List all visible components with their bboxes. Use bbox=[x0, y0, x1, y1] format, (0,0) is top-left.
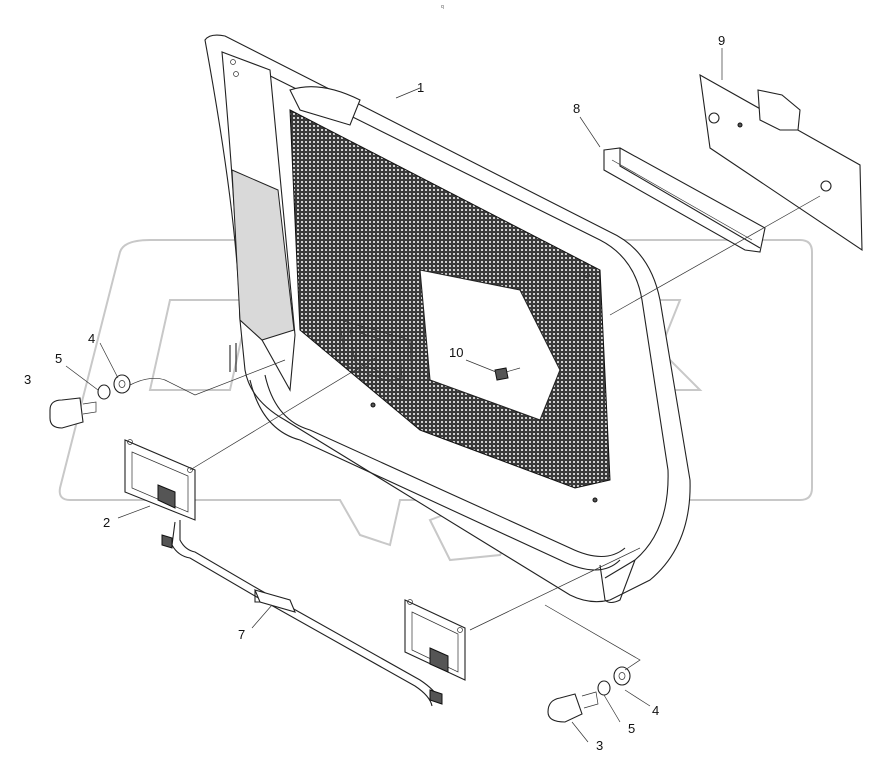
part-9-plate bbox=[699, 73, 863, 252]
knob-3-right bbox=[547, 693, 583, 723]
knob-3-left bbox=[49, 397, 84, 429]
callout-2: 2 bbox=[103, 515, 110, 530]
callout-5-right: 5 bbox=[628, 721, 635, 736]
left-hardware bbox=[49, 374, 131, 429]
callout-1: 1 bbox=[417, 80, 424, 95]
part-8-rail bbox=[603, 147, 766, 253]
part-10-bolt bbox=[494, 367, 521, 381]
callout-5-left: 5 bbox=[55, 351, 62, 366]
washer-5-right bbox=[597, 680, 611, 696]
callout-10: 10 bbox=[449, 345, 463, 360]
leader-lines bbox=[65, 48, 821, 743]
washer-4-right bbox=[613, 666, 631, 686]
washer-4-left bbox=[113, 374, 131, 394]
callout-9: 9 bbox=[718, 33, 725, 48]
callout-4-right: 4 bbox=[652, 703, 659, 718]
right-hardware bbox=[547, 666, 631, 723]
callout-8: 8 bbox=[573, 101, 580, 116]
corner-text: q bbox=[441, 4, 444, 10]
callout-3-left: 3 bbox=[24, 372, 31, 387]
callout-3-right: 3 bbox=[596, 738, 603, 753]
callout-7: 7 bbox=[238, 627, 245, 642]
part-2-sensor-right bbox=[404, 599, 466, 681]
part-1-frame bbox=[204, 34, 691, 604]
callouts: 1 2 3 3 4 4 5 5 7 8 9 10 bbox=[24, 33, 725, 753]
callout-4-left: 4 bbox=[88, 331, 95, 346]
part-7-harness bbox=[161, 520, 443, 707]
part-2-sensor-left bbox=[124, 439, 196, 521]
washer-5-left bbox=[97, 384, 111, 400]
